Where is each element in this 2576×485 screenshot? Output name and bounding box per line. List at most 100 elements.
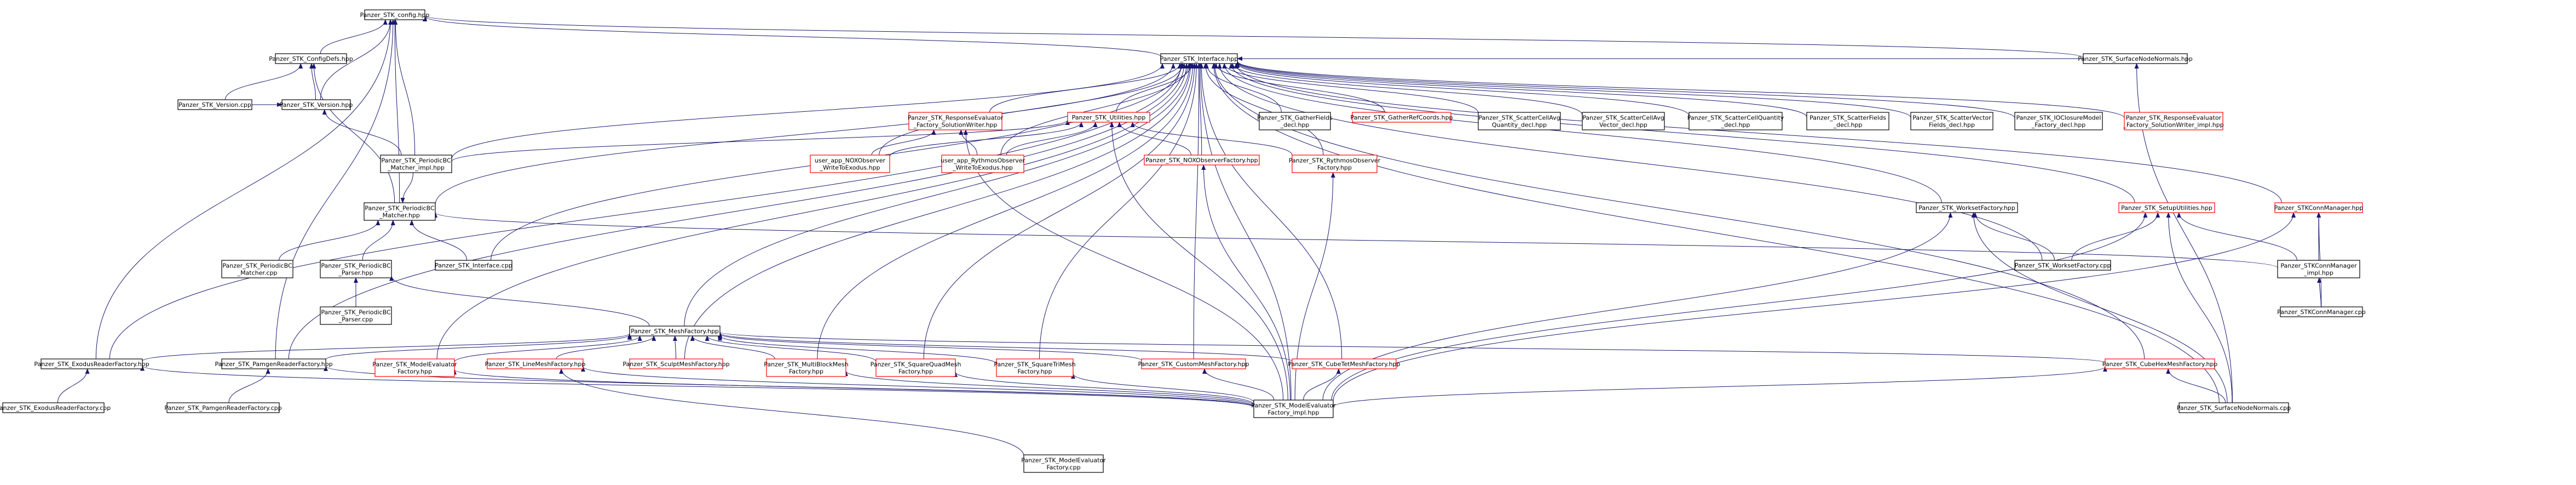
file-node-label: Factory.hpp [898, 368, 933, 375]
include-edge [705, 335, 877, 362]
file-node-label: _WriteToExodus.hpp [819, 164, 880, 172]
file-node[interactable]: user_app_NOXObserver_WriteToExodus.hpp [810, 155, 890, 173]
file-node-box [629, 326, 721, 336]
file-node[interactable]: Panzer_STK_GatherFields_decl.hpp [1257, 112, 1333, 130]
file-node-label: Panzer_STK_SurfaceNodeNormals.cpp [2177, 404, 2291, 412]
file-node[interactable]: Panzer_STK_GatherRefCoords.hpp [1350, 112, 1453, 123]
file-node[interactable]: Panzer_STK_CubeTetMeshFactory.hpp [1288, 358, 1401, 369]
file-node-box [41, 358, 143, 369]
file-node[interactable]: Panzer_STK_PeriodicBC_Matcher_impl.hpp [380, 155, 452, 173]
file-node-label: Panzer_STK_CubeHexMeshFactory.hpp [2102, 361, 2218, 368]
file-node[interactable]: Panzer_STK_PeriodicBC_Matcher.cpp [221, 260, 293, 278]
file-node[interactable]: Panzer_STK_ResponseEvaluator_Factory_Sol… [908, 112, 1004, 130]
file-node[interactable]: Panzer_STK_Version.hpp [280, 99, 353, 110]
include-edge [1116, 63, 1194, 113]
file-node[interactable]: Panzer_STK_CustomMeshFactory.hpp [1138, 358, 1249, 369]
file-node[interactable]: Panzer_STK_SetupUtilities.hpp [2118, 202, 2215, 213]
file-node-box [941, 155, 1024, 173]
file-node[interactable]: Panzer_STK_Interface.hpp [1160, 53, 1238, 64]
file-node[interactable]: Panzer_STK_ScatterCellAvgQuantity_decl.h… [1478, 112, 1561, 130]
file-node[interactable]: Panzer_STK_config.hpp [360, 9, 430, 20]
file-node[interactable]: Panzer_STK_ScatterCellQuantity_decl.hpp [1687, 112, 1784, 130]
include-edge [684, 63, 1192, 327]
file-node-box [2105, 358, 2215, 369]
file-node-label: _Matcher.cpp [237, 270, 278, 277]
file-node-label: user_app_RythmosObserver [941, 157, 1025, 164]
include-edge [1234, 63, 2282, 203]
include-edge [1071, 373, 1254, 403]
file-node[interactable]: Panzer_STK_PamgenReaderFactory.cpp [164, 402, 282, 413]
file-node[interactable]: Panzer_STK_ConfigDefs.hpp [269, 53, 353, 64]
file-node[interactable]: Panzer_STK_SurfaceNodeNormals.hpp [2078, 53, 2193, 64]
file-node[interactable]: Panzer_STK_Utilities.hpp [1067, 112, 1150, 123]
file-node[interactable]: Panzer_STK_PeriodicBC_Parser.cpp [320, 306, 392, 325]
file-node[interactable]: Panzer_STKConnManager_impl.hpp [2277, 260, 2360, 278]
file-node-label: Panzer_STK_Interface.cpp [435, 262, 512, 269]
file-node[interactable]: Panzer_STK_ResponseEvaluator_Factory_Sol… [2123, 112, 2224, 130]
file-node[interactable]: Panzer_STK_NOXObserverFactory.hpp [1144, 155, 1260, 166]
file-node[interactable]: Panzer_STK_PamgenReaderFactory.hpp [215, 358, 333, 369]
file-node-label: _Matcher_impl.hpp [387, 164, 445, 172]
file-node[interactable]: Panzer_STK_PeriodicBC_Parser.hpp [320, 260, 392, 278]
file-node-box [374, 358, 455, 377]
file-node-label: _WriteToExodus.hpp [952, 164, 1013, 172]
file-node[interactable]: Panzer_STK_SurfaceNodeNormals.cpp [2177, 402, 2291, 413]
include-edge [1203, 63, 1324, 156]
file-node-label: Panzer_STK_PeriodicBC [365, 205, 435, 212]
include-edge [2071, 212, 2160, 261]
file-node[interactable]: Panzer_STKConnManager.cpp [2277, 306, 2366, 317]
file-node[interactable]: Panzer_STKConnManager.hpp [2274, 202, 2364, 213]
file-node-box [1067, 112, 1150, 123]
include-edge [1197, 63, 1202, 156]
include-edge [1198, 63, 1292, 401]
file-node[interactable]: Panzer_STK_SculptMeshFactory.hpp [623, 358, 730, 369]
file-node[interactable]: Panzer_STK_ModelEvaluatorFactory_impl.hp… [1251, 400, 1336, 418]
file-node-label: user_app_NOXObserver [815, 157, 886, 164]
file-node-label: Panzer_STK_PeriodicBC [321, 309, 391, 316]
file-node-box [908, 112, 1002, 130]
file-node[interactable]: Panzer_STK_ScatterFields_decl.hpp [1806, 112, 1889, 130]
include-edge [400, 172, 413, 203]
file-node[interactable]: Panzer_STK_LineMeshFactory.hpp [485, 358, 586, 369]
file-node-box [320, 306, 392, 325]
file-node-box [487, 358, 584, 369]
include-edge [1235, 61, 1807, 117]
file-node[interactable]: Panzer_STK_IOClosureModel_Factory_decl.h… [2014, 112, 2103, 130]
file-node-label: Panzer_STK_Version.hpp [280, 101, 353, 109]
file-node[interactable]: Panzer_STK_WorksetFactory.cpp [2014, 260, 2111, 271]
file-node[interactable]: Panzer_STK_ExodusReaderFactory.cpp [0, 402, 111, 413]
include-edge [1229, 63, 2135, 203]
file-node-label: Panzer_STKConnManager.hpp [2274, 204, 2364, 212]
file-node-box [629, 358, 723, 369]
file-node-box [364, 202, 436, 221]
file-node-label: Panzer_STK_Version.cpp [178, 101, 251, 109]
file-node[interactable]: Panzer_STK_Version.cpp [177, 99, 252, 110]
include-edge [718, 333, 1142, 361]
file-node-box [435, 260, 512, 271]
include-edge [1235, 61, 1911, 118]
file-node[interactable]: Panzer_STK_CubeHexMeshFactory.hpp [2102, 358, 2218, 369]
file-node[interactable]: Panzer_STK_PeriodicBC_Matcher.hpp [364, 202, 436, 221]
include-edge [433, 212, 2278, 269]
file-node-box [1259, 112, 1331, 130]
file-node[interactable]: Panzer_STK_ExodusReaderFactory.hpp [34, 358, 149, 369]
file-node-label: Panzer_STK_PeriodicBC [381, 157, 451, 164]
file-node-label: Panzer_STK_MeshFactory.hpp [631, 328, 719, 335]
file-node-label: Panzer_STK_ConfigDefs.hpp [269, 55, 353, 62]
include-edge [312, 63, 395, 203]
include-edge [1201, 164, 1291, 401]
file-node-label: Panzer_STK_PamgenReaderFactory.cpp [164, 404, 281, 412]
file-node[interactable]: Panzer_STK_MeshFactory.hpp [629, 326, 721, 336]
file-node[interactable]: Panzer_STK_Interface.cpp [435, 260, 512, 271]
file-node-box [320, 260, 392, 278]
file-node[interactable]: user_app_RythmosObserver_WriteToExodus.h… [941, 155, 1025, 173]
file-node[interactable]: Panzer_STK_WorksetFactory.hpp [1916, 202, 2018, 213]
